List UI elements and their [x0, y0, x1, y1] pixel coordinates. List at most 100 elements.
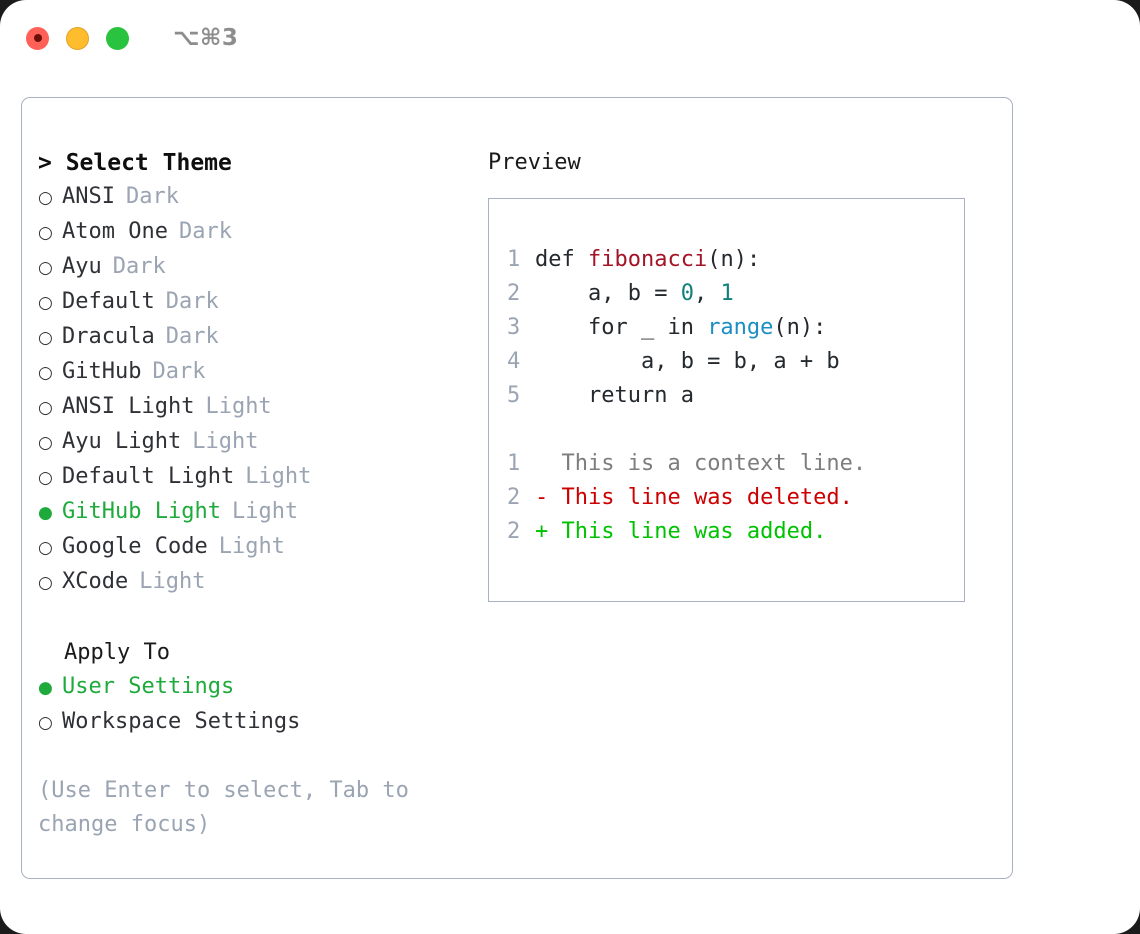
close-icon — [33, 34, 42, 42]
radio-unselected-icon: ○ — [38, 328, 53, 348]
theme-option-variant-tag: Dark — [178, 219, 232, 244]
maximize-button[interactable] — [106, 26, 129, 50]
code-spacer — [507, 413, 964, 447]
radio-unselected-icon: ○ — [38, 398, 53, 418]
code-token: for _ in — [535, 315, 708, 340]
diff-sample: 1 This is a context line. 2- This line wa… — [507, 447, 964, 549]
apply-to-option-workspace-settings[interactable]: ○ Workspace Settings — [38, 705, 488, 740]
radio-selected-icon: ● — [38, 678, 53, 698]
theme-option-variant-tag: Light — [139, 569, 206, 594]
code-token: def — [535, 247, 588, 272]
code-token: range — [707, 315, 774, 340]
code-line-content: a, b = 0, 1 — [535, 277, 734, 311]
theme-option-xcode[interactable]: ○ XCode Light — [38, 565, 488, 600]
diff-line-text: This line was deleted. — [548, 485, 853, 510]
apply-to-list: ●User Settings ○ Workspace Settings — [38, 670, 488, 740]
theme-option-label: XCode — [62, 569, 129, 594]
diff-line-number: 1 — [507, 451, 521, 476]
code-token: a, b = — [535, 281, 681, 306]
theme-option-ayu-light[interactable]: ○ Ayu Light Light — [38, 425, 488, 460]
radio-unselected-icon: ○ — [38, 223, 53, 243]
theme-option-label: ANSI — [62, 184, 115, 209]
theme-option-label: Ayu — [62, 254, 102, 279]
code-line-content: def fibonacci(n): — [535, 243, 760, 277]
theme-option-variant-tag: Light — [205, 394, 272, 419]
radio-unselected-icon: ○ — [38, 433, 53, 453]
theme-option-variant-tag: Light — [231, 499, 299, 524]
code-line-number: 5 — [507, 383, 521, 408]
theme-option-variant-tag: Dark — [125, 184, 179, 209]
radio-unselected-icon: ○ — [38, 573, 53, 593]
diff-line: 2 + This line was added. — [507, 515, 964, 549]
code-token: fibonacci — [587, 247, 708, 272]
theme-option-dracula[interactable]: ○ Dracula Dark — [38, 320, 488, 355]
diff-line-number: 2 — [507, 519, 521, 544]
spacer — [38, 600, 488, 636]
theme-option-ayu[interactable]: ○ Ayu Dark — [38, 250, 488, 285]
diff-line: 2- This line was deleted. — [507, 481, 964, 515]
theme-option-github[interactable]: ○ GitHub Dark — [38, 355, 488, 390]
apply-to-option-user-settings[interactable]: ●User Settings — [38, 670, 488, 705]
apply-to-title: Apply To — [64, 640, 170, 665]
theme-option-default-light[interactable]: ○ Default Light Light — [38, 460, 488, 495]
traffic-lights — [26, 26, 129, 50]
theme-option-variant-tag: Dark — [112, 254, 166, 279]
diff-marker — [535, 447, 548, 481]
radio-unselected-icon: ○ — [38, 713, 53, 733]
radio-unselected-icon: ○ — [38, 468, 53, 488]
theme-option-variant-tag: Light — [192, 429, 259, 454]
theme-option-label: GitHub — [62, 359, 142, 384]
keyboard-hint: (Use Enter to select, Tab to change focu… — [38, 778, 423, 837]
theme-option-ansi[interactable]: ○ ANSI Dark — [38, 180, 488, 215]
code-line: 3 for _ in range(n): — [507, 311, 964, 345]
theme-option-atom-one[interactable]: ○ Atom One Dark — [38, 215, 488, 250]
theme-option-variant-tag: Dark — [152, 359, 206, 384]
radio-unselected-icon: ○ — [38, 538, 53, 558]
code-line: 4 a, b = b, a + b — [507, 345, 964, 379]
diff-line-text: This line was added. — [548, 519, 827, 544]
code-token: (n): — [773, 315, 827, 340]
diff-line-text: This is a context line. — [548, 451, 867, 476]
code-line-content: return a — [535, 379, 694, 413]
theme-option-variant-tag: Dark — [165, 324, 219, 349]
code-line: 2 a, b = 0, 1 — [507, 277, 964, 311]
code-token: (n): — [707, 247, 761, 272]
keyboard-shortcut-label: ⌥⌘3 — [173, 25, 239, 51]
minimize-button[interactable] — [66, 26, 89, 50]
code-token: 0 — [680, 281, 694, 306]
theme-option-variant-tag: Dark — [165, 289, 219, 314]
theme-option-label: ANSI Light — [62, 394, 195, 419]
theme-option-label: Dracula — [62, 324, 155, 349]
diff-marker: + — [535, 519, 549, 544]
apply-to-option-label: Workspace Settings — [62, 709, 301, 734]
close-button[interactable] — [26, 26, 49, 50]
code-line-number: 3 — [507, 315, 521, 340]
theme-option-label: Google Code — [62, 534, 208, 559]
title-bar: ⌥⌘3 — [0, 0, 1140, 76]
radio-unselected-icon: ○ — [38, 258, 53, 278]
code-token: , — [693, 281, 721, 306]
theme-option-ansi-light[interactable]: ○ ANSI Light Light — [38, 390, 488, 425]
radio-unselected-icon: ○ — [38, 363, 53, 383]
code-token: 1 — [720, 281, 734, 306]
theme-option-label: Default Light — [62, 464, 235, 489]
preview-title: Preview — [488, 150, 581, 175]
code-line: 5 return a — [507, 379, 964, 413]
code-line-number: 1 — [507, 247, 521, 272]
theme-option-variant-tag: Light — [245, 464, 312, 489]
page-title: > Select Theme — [38, 150, 232, 176]
radio-unselected-icon: ○ — [38, 188, 53, 208]
theme-option-label: Ayu Light — [62, 429, 182, 454]
code-line: 1 def fibonacci(n): — [507, 243, 964, 277]
theme-option-label: Default — [62, 289, 155, 314]
theme-option-label: Atom One — [62, 219, 168, 244]
